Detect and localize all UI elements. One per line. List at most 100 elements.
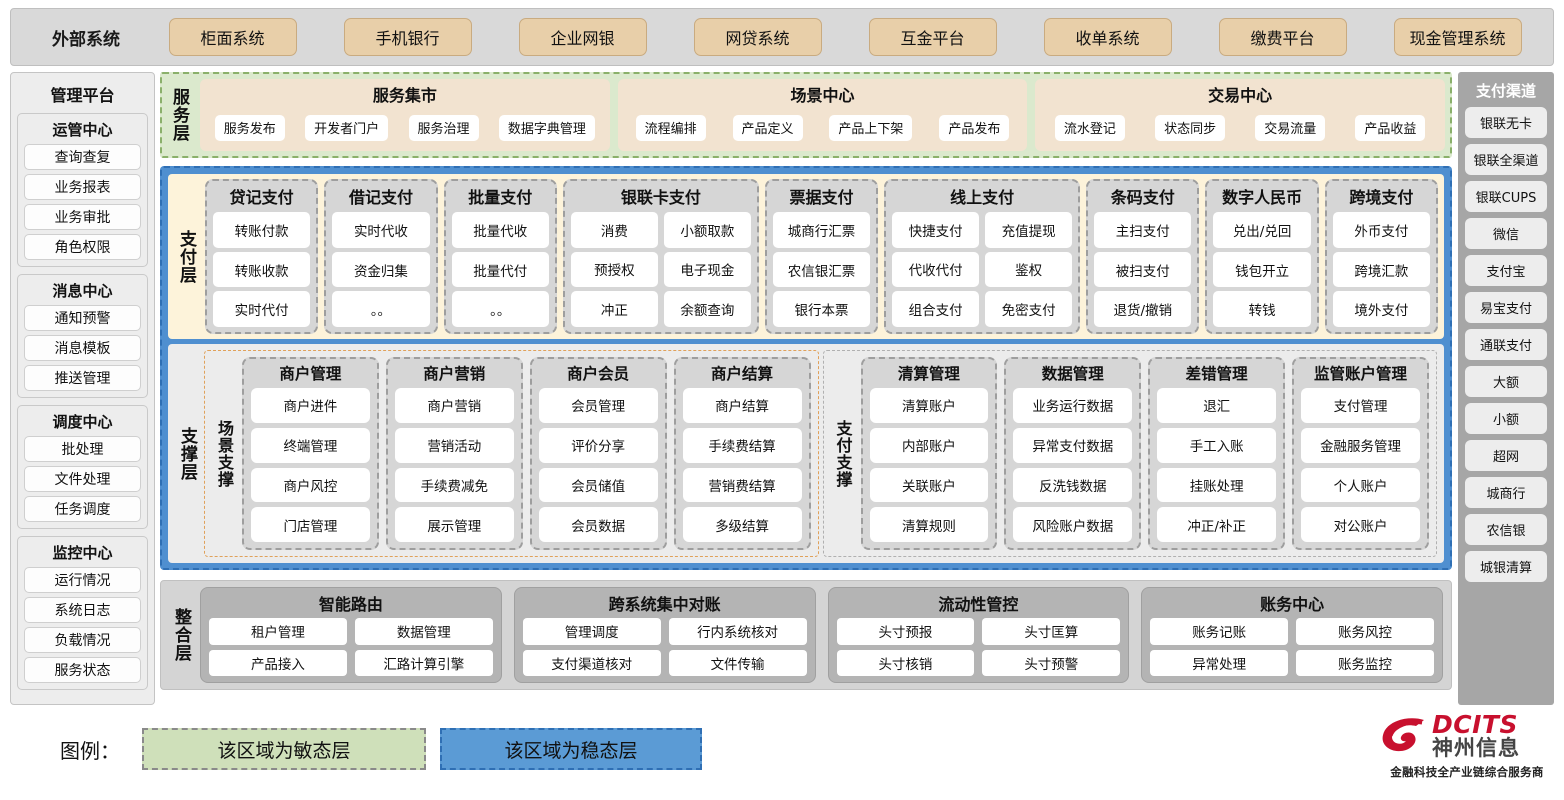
integration-item[interactable]: 支付渠道核对	[522, 649, 661, 676]
payment-item[interactable]: 被扫支付	[1094, 251, 1192, 288]
support-item[interactable]: 支付管理	[1301, 388, 1420, 423]
support-item[interactable]: 会员储值	[538, 467, 658, 503]
payment-item[interactable]: 兑出/兑回	[1213, 212, 1311, 248]
external-system-chip[interactable]: 网贷系统	[693, 18, 822, 56]
payment-item[interactable]: 实时代收	[332, 212, 430, 248]
management-menu-item[interactable]: 推送管理	[24, 365, 141, 391]
management-menu-item[interactable]: 消息模板	[24, 335, 141, 361]
integration-item[interactable]: 汇路计算引擎	[354, 649, 493, 676]
payment-item[interactable]: 小额取款	[663, 212, 751, 248]
support-item[interactable]: 会员管理	[538, 388, 658, 423]
payment-item[interactable]: 消费	[570, 212, 658, 248]
management-menu-item[interactable]: 业务审批	[24, 204, 141, 230]
support-item[interactable]: 个人账户	[1301, 467, 1420, 503]
support-item[interactable]: 对公账户	[1301, 507, 1420, 542]
payment-item[interactable]: 代收代付	[892, 251, 980, 288]
payment-item[interactable]: 免密支付	[985, 291, 1073, 327]
support-item[interactable]: 内部账户	[869, 427, 989, 463]
payment-channel-item[interactable]: 支付宝	[1465, 255, 1547, 286]
management-menu-item[interactable]: 服务状态	[24, 657, 141, 683]
service-item[interactable]: 开发者门户	[305, 114, 389, 141]
service-item[interactable]: 产品定义	[732, 114, 803, 141]
payment-item[interactable]: 城商行汇票	[772, 212, 871, 248]
support-item[interactable]: 营销活动	[394, 427, 514, 463]
payment-channel-item[interactable]: 微信	[1465, 218, 1547, 249]
payment-item[interactable]: 快捷支付	[892, 212, 980, 248]
support-item[interactable]: 退汇	[1157, 388, 1277, 423]
support-item[interactable]: 手工入账	[1157, 427, 1277, 463]
service-item[interactable]: 流程编排	[635, 114, 706, 141]
payment-item[interactable]: 实时代付	[213, 291, 311, 328]
integration-item[interactable]: 数据管理	[354, 618, 493, 645]
integration-item[interactable]: 头寸核销	[836, 649, 975, 676]
support-item[interactable]: 金融服务管理	[1301, 427, 1420, 463]
management-menu-item[interactable]: 运行情况	[24, 567, 141, 593]
integration-item[interactable]: 租户管理	[209, 618, 347, 645]
external-system-chip[interactable]: 柜面系统	[168, 18, 297, 56]
support-item[interactable]: 异常支付数据	[1013, 427, 1133, 463]
service-item[interactable]: 服务治理	[408, 114, 479, 141]
support-item[interactable]: 手续费结算	[682, 427, 802, 463]
support-item[interactable]: 评价分享	[538, 427, 658, 463]
management-menu-item[interactable]: 文件处理	[24, 466, 141, 492]
payment-channel-item[interactable]: 超网	[1465, 440, 1547, 471]
service-item[interactable]: 服务发布	[214, 114, 285, 141]
external-system-chip[interactable]: 互金平台	[868, 18, 997, 56]
payment-item[interactable]: 跨境汇款	[1332, 251, 1431, 288]
integration-item[interactable]: 头寸预报	[836, 618, 975, 645]
service-item[interactable]: 产品上下架	[829, 114, 913, 141]
payment-item[interactable]: 组合支付	[892, 291, 980, 327]
external-system-chip[interactable]: 手机银行	[343, 18, 472, 56]
payment-item[interactable]: 主扫支付	[1094, 212, 1192, 248]
payment-channel-item[interactable]: 城银清算	[1465, 551, 1547, 582]
integration-item[interactable]: 行内系统核对	[668, 618, 807, 645]
support-item[interactable]: 清算规则	[869, 507, 989, 542]
payment-item[interactable]: 资金归集	[332, 251, 430, 288]
payment-item[interactable]: 电子现金	[663, 251, 751, 288]
management-menu-item[interactable]: 批处理	[24, 436, 141, 462]
payment-item[interactable]: 冲正	[570, 291, 658, 327]
payment-channel-item[interactable]: 小额	[1465, 403, 1547, 434]
payment-item[interactable]: 余额查询	[663, 291, 751, 327]
service-item[interactable]: 数据字典管理	[498, 114, 595, 141]
integration-item[interactable]: 账务记账	[1150, 618, 1289, 645]
support-item[interactable]: 手续费减免	[394, 467, 514, 503]
support-item[interactable]: 冲正/补正	[1157, 507, 1277, 542]
support-item[interactable]: 业务运行数据	[1013, 388, 1133, 423]
payment-item[interactable]: 钱包开立	[1213, 251, 1311, 288]
support-item[interactable]: 多级结算	[682, 507, 802, 542]
integration-item[interactable]: 管理调度	[522, 618, 661, 645]
payment-item[interactable]: 退货/撤销	[1094, 291, 1192, 328]
payment-item[interactable]: 鉴权	[985, 251, 1073, 288]
support-item[interactable]: 挂账处理	[1157, 467, 1277, 503]
integration-item[interactable]: 异常处理	[1150, 649, 1289, 676]
integration-item[interactable]: 头寸预警	[982, 649, 1121, 676]
management-menu-item[interactable]: 角色权限	[24, 234, 141, 260]
support-item[interactable]: 商户风控	[251, 467, 370, 503]
service-item[interactable]: 交易流量	[1255, 114, 1326, 141]
support-item[interactable]: 关联账户	[869, 467, 989, 503]
payment-channel-item[interactable]: 大额	[1465, 366, 1547, 397]
support-item[interactable]: 商户进件	[251, 388, 370, 423]
payment-item[interactable]: 批量代收	[451, 212, 549, 248]
support-item[interactable]: 清算账户	[869, 388, 989, 423]
integration-item[interactable]: 头寸匡算	[982, 618, 1121, 645]
support-item[interactable]: 营销费结算	[682, 467, 802, 503]
support-item[interactable]: 风险账户数据	[1013, 507, 1133, 542]
payment-item[interactable]: 外币支付	[1332, 212, 1431, 248]
service-item[interactable]: 产品收益	[1355, 114, 1426, 141]
management-menu-item[interactable]: 负载情况	[24, 627, 141, 653]
integration-item[interactable]: 账务风控	[1296, 618, 1434, 645]
payment-channel-item[interactable]: 通联支付	[1465, 329, 1547, 360]
service-item[interactable]: 状态同步	[1155, 114, 1226, 141]
management-menu-item[interactable]: 任务调度	[24, 496, 141, 522]
external-system-chip[interactable]: 企业网银	[518, 18, 647, 56]
payment-channel-item[interactable]: 易宝支付	[1465, 292, 1547, 323]
payment-channel-item[interactable]: 银联无卡	[1465, 107, 1547, 138]
support-item[interactable]: 终端管理	[251, 427, 370, 463]
service-item[interactable]: 产品发布	[939, 114, 1010, 141]
external-system-chip[interactable]: 现金管理系统	[1393, 18, 1522, 56]
payment-item[interactable]: 银行本票	[772, 291, 871, 328]
payment-channel-item[interactable]: 银联CUPS	[1465, 181, 1547, 212]
payment-item[interactable]: 转账付款	[213, 212, 311, 248]
